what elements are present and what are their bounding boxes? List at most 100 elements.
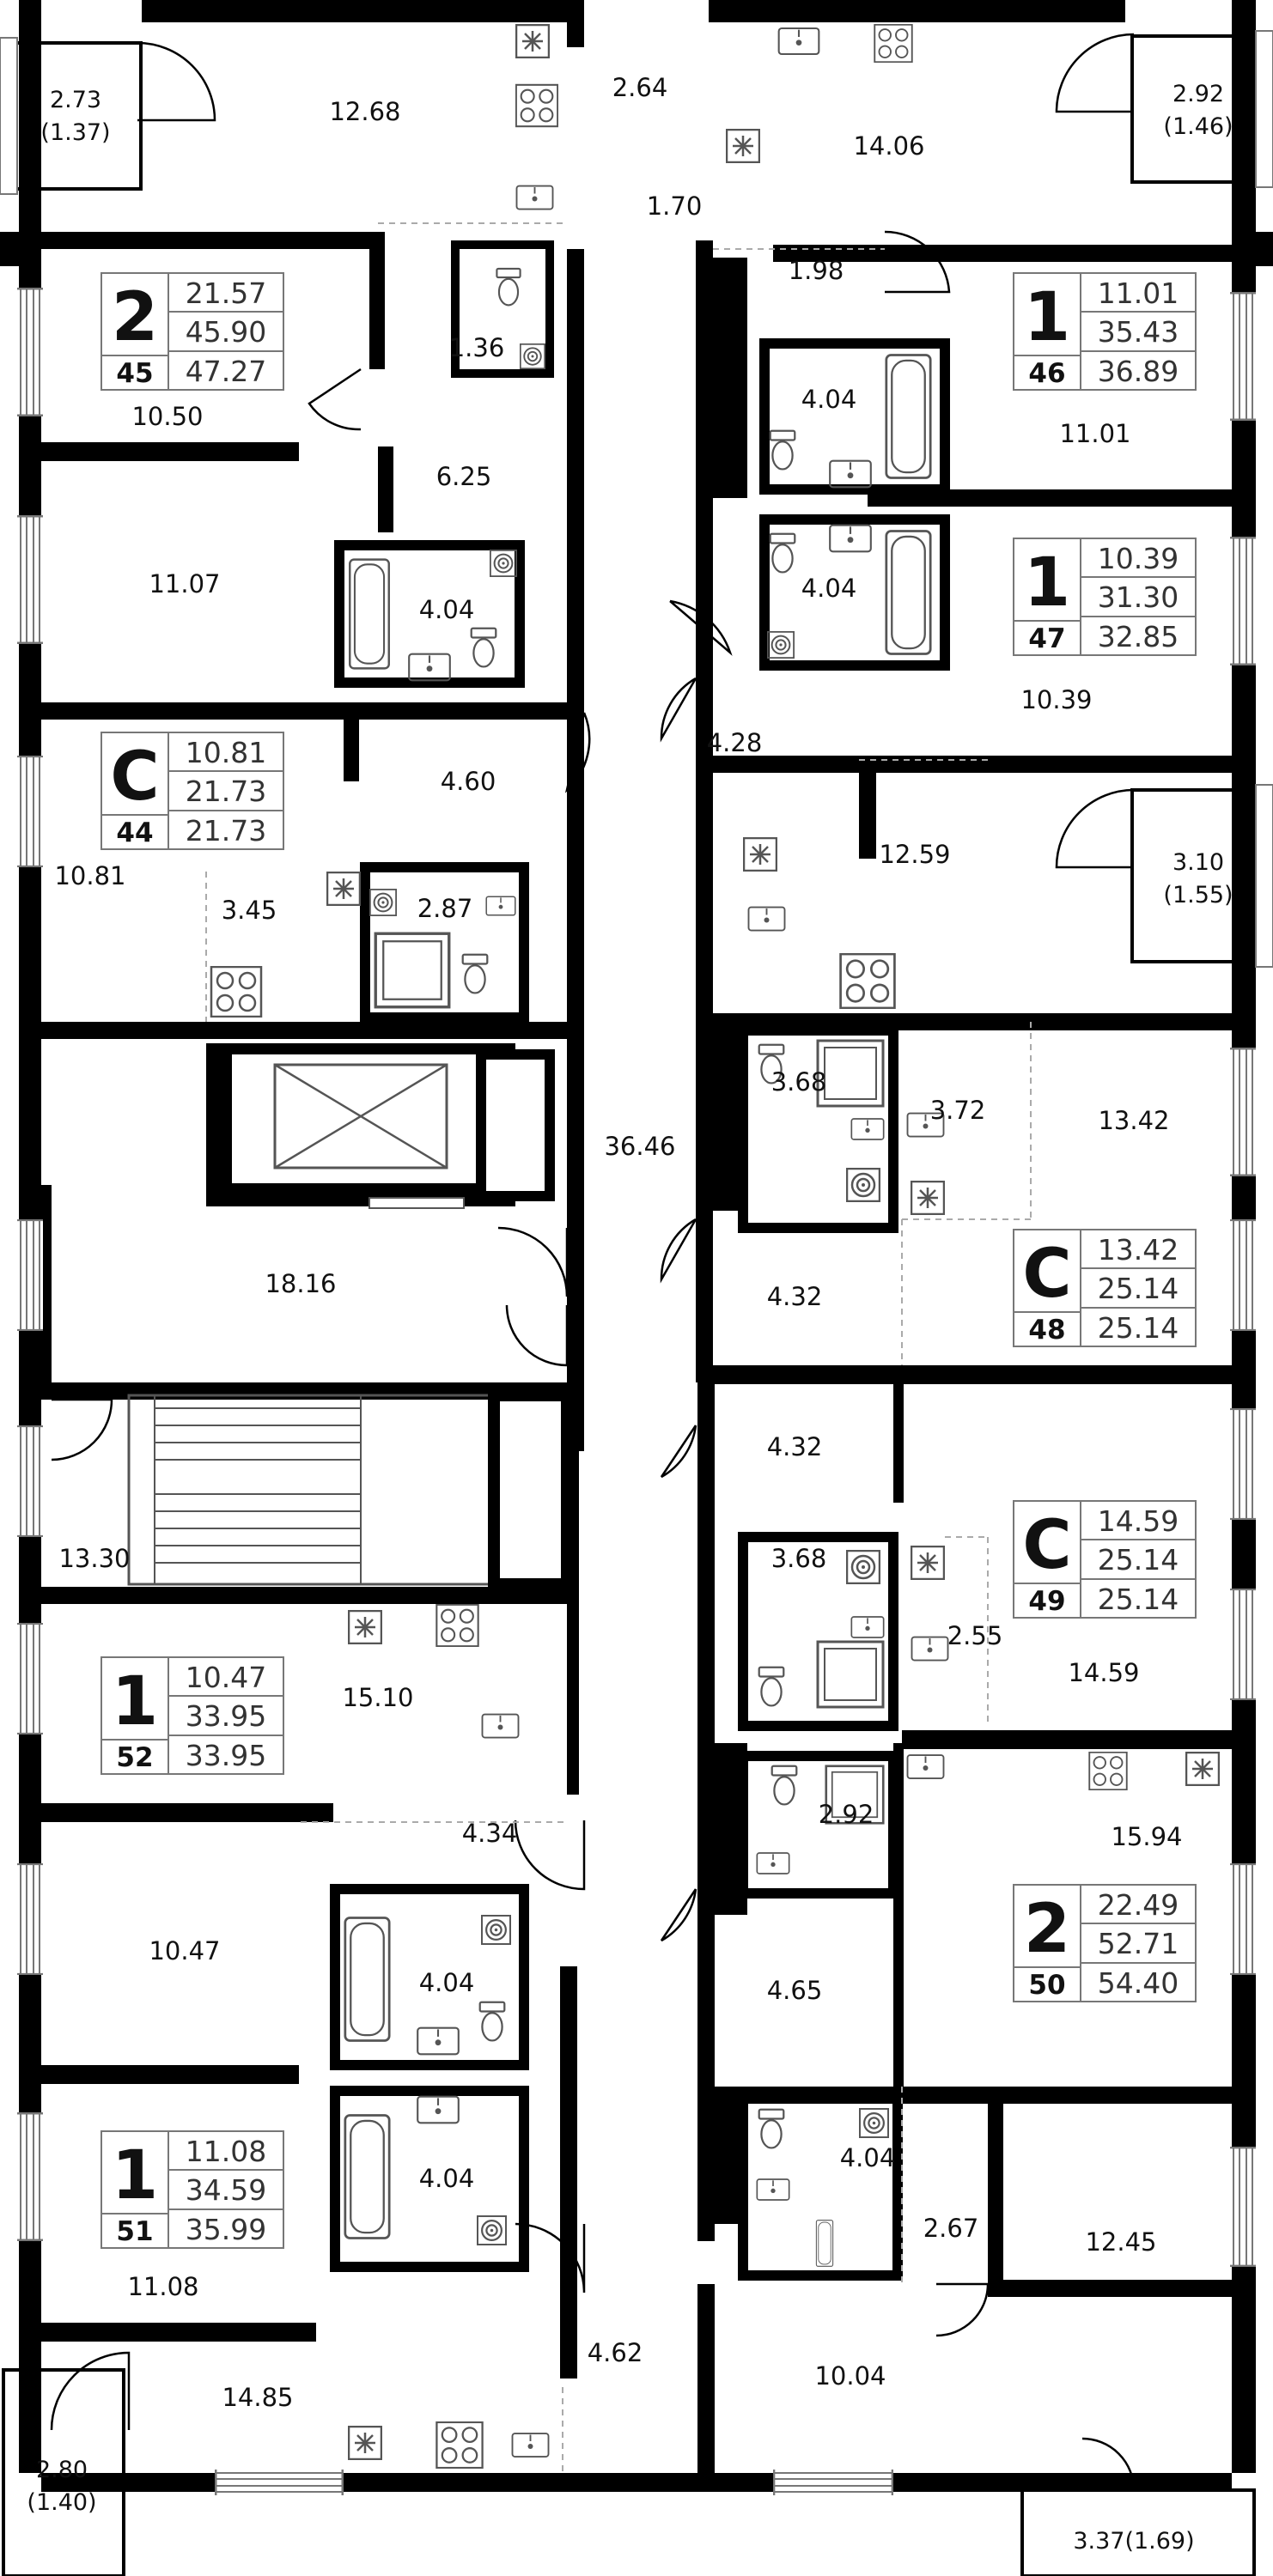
room-area-label: 4.04 xyxy=(419,1968,475,1997)
room-area-label: 14.06 xyxy=(853,131,924,161)
room-area-label: 6.25 xyxy=(436,462,492,491)
apartment-total-area: 21.73 xyxy=(186,775,266,808)
area-labels: 12.682.641.7014.061.361.9810.504.0411.01… xyxy=(27,73,1233,2555)
apartment-total-with-balcony: 54.40 xyxy=(1098,1966,1179,2000)
apartment-living-area: 11.01 xyxy=(1098,276,1179,310)
apartment-card[interactable]: С48 13.42 25.14 25.14 xyxy=(1013,1229,1197,1347)
fixtures xyxy=(210,24,1220,2469)
apartment-cards: 24521.5745.9047.2714611.0135.4336.891471… xyxy=(100,272,1197,2249)
balcony-half-area-label: (1.55) xyxy=(1163,882,1233,908)
apartment-number: 49 xyxy=(1028,1586,1065,1617)
room-area-label: 13.42 xyxy=(1098,1106,1169,1135)
balcony-half-area-label: (1.37) xyxy=(40,119,110,146)
room-area-label: 4.60 xyxy=(441,767,496,796)
apartment-total-area: 25.14 xyxy=(1098,1272,1179,1305)
balcony-half-area-label: (1.40) xyxy=(27,2489,96,2516)
elevator-shaft xyxy=(206,1043,555,1209)
room-area-label: 15.10 xyxy=(342,1683,413,1712)
room-area-label: 11.07 xyxy=(149,569,220,598)
room-area-label: 10.81 xyxy=(54,861,125,890)
apartment-total-with-balcony: 25.14 xyxy=(1098,1311,1179,1345)
room-area-label: 3.45 xyxy=(222,896,277,925)
room-area-label: 4.04 xyxy=(801,385,857,414)
apartment-living-area: 10.39 xyxy=(1098,542,1179,575)
room-area-label: 11.01 xyxy=(1059,419,1130,448)
apartment-total-with-balcony: 36.89 xyxy=(1098,355,1179,388)
room-area-label: 4.04 xyxy=(801,574,857,603)
apartment-living-area: 10.81 xyxy=(186,736,266,769)
apartment-number: 50 xyxy=(1028,1970,1065,2001)
apartment-total-with-balcony: 47.27 xyxy=(186,355,266,388)
apartment-total-with-balcony: 21.73 xyxy=(186,814,266,848)
room-area-label: 1.70 xyxy=(647,191,703,221)
room-area-label: 4.32 xyxy=(767,1432,823,1461)
balcony-area-label: 3.37(1.69) xyxy=(1073,2528,1194,2555)
apartment-living-area: 21.57 xyxy=(186,276,266,310)
apartment-total-with-balcony: 32.85 xyxy=(1098,620,1179,653)
apartment-number: 51 xyxy=(116,2216,153,2247)
room-area-label: 15.94 xyxy=(1111,1822,1182,1851)
apartment-living-area: 13.42 xyxy=(1098,1233,1179,1267)
room-area-label: 2.87 xyxy=(417,894,473,923)
room-area-label: 4.28 xyxy=(707,728,763,757)
apartment-rooms-count: С xyxy=(110,738,159,816)
balcony-area-label: 2.80 xyxy=(36,2457,88,2483)
apartment-rooms-count: 1 xyxy=(1024,544,1070,622)
apartment-living-area: 11.08 xyxy=(186,2135,266,2168)
apartment-rooms-count: 1 xyxy=(112,1663,158,1741)
apartment-total-area: 34.59 xyxy=(186,2173,266,2207)
apartment-total-area: 45.90 xyxy=(186,315,266,349)
apartment-number: 48 xyxy=(1028,1315,1065,1346)
apartment-total-area: 33.95 xyxy=(186,1699,266,1733)
room-area-label: 11.08 xyxy=(127,2272,198,2301)
apartment-rooms-count: 1 xyxy=(112,2137,158,2215)
room-area-label: 13.30 xyxy=(58,1544,130,1573)
apartment-total-area: 31.30 xyxy=(1098,580,1179,614)
balcony-area-label: 2.73 xyxy=(50,87,101,113)
balcony-area-label: 3.10 xyxy=(1172,849,1224,876)
apartment-living-area: 10.47 xyxy=(186,1661,266,1694)
room-area-label: 10.50 xyxy=(131,402,203,431)
room-area-label: 4.62 xyxy=(588,2338,643,2367)
zone-lines xyxy=(205,222,1032,2473)
room-area-label: 2.64 xyxy=(612,73,668,102)
room-area-label: 4.65 xyxy=(767,1976,823,2005)
room-area-label: 3.72 xyxy=(930,1096,986,1125)
room-area-label: 1.36 xyxy=(449,333,505,362)
doors xyxy=(50,33,1136,2492)
apartment-number: 45 xyxy=(116,358,153,389)
room-area-label: 10.47 xyxy=(149,1936,220,1965)
apartment-card[interactable]: 151 11.08 34.59 35.99 xyxy=(100,2130,284,2249)
apartment-total-with-balcony: 25.14 xyxy=(1098,1583,1179,1616)
room-area-label: 14.85 xyxy=(222,2383,293,2412)
room-area-label: 36.46 xyxy=(604,1132,675,1161)
apartment-total-with-balcony: 33.95 xyxy=(186,1739,266,1772)
room-area-label: 2.67 xyxy=(923,2214,979,2243)
apartment-rooms-count: 2 xyxy=(1024,1891,1070,1968)
balcony-half-area-label: (1.46) xyxy=(1163,113,1233,140)
room-area-label: 14.59 xyxy=(1068,1658,1139,1687)
staircase xyxy=(127,1389,573,1590)
apartment-rooms-count: С xyxy=(1022,1236,1071,1313)
room-area-label: 4.04 xyxy=(419,2164,475,2193)
room-area-label: 2.55 xyxy=(947,1621,1003,1650)
room-area-label: 10.39 xyxy=(1020,685,1092,714)
room-area-label: 3.68 xyxy=(771,1544,827,1573)
apartment-rooms-count: 1 xyxy=(1024,279,1070,356)
apartment-total-area: 25.14 xyxy=(1098,1543,1179,1577)
room-area-label: 18.16 xyxy=(265,1269,336,1298)
room-area-label: 12.59 xyxy=(879,840,950,869)
apartment-total-with-balcony: 35.99 xyxy=(186,2213,266,2246)
balcony-area-label: 2.92 xyxy=(1172,81,1224,107)
room-area-label: 2.92 xyxy=(819,1800,874,1829)
room-area-label: 4.04 xyxy=(419,595,475,624)
apartment-living-area: 22.49 xyxy=(1098,1888,1179,1922)
